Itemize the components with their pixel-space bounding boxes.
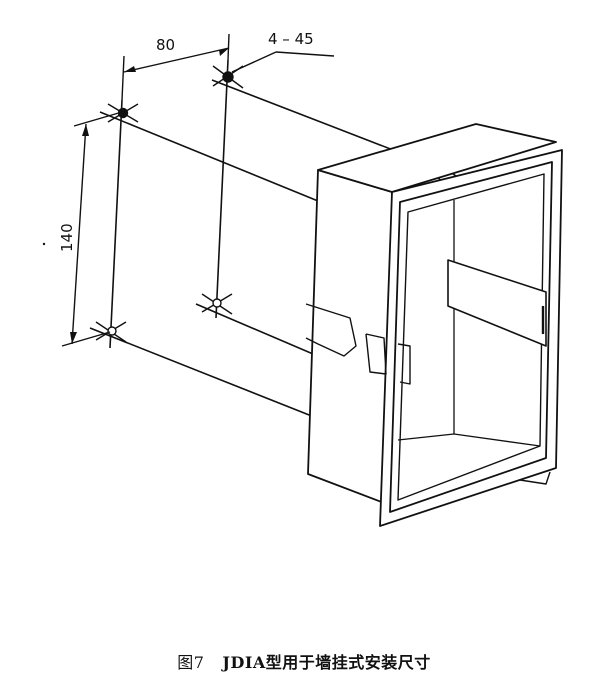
- figure-number: 图7: [177, 653, 205, 672]
- mount-line-bottom: [89, 327, 353, 433]
- box-top-panel: [317, 123, 557, 193]
- figure-caption: 图7 JDIA型用于墙挂式安装尺寸: [0, 649, 608, 673]
- dimension-height: [61, 111, 123, 347]
- dimension-width: [121, 33, 230, 101]
- holes-label: 4 – 45: [268, 30, 314, 48]
- box-side-panel: [307, 169, 393, 507]
- box-interior-floor: [397, 433, 541, 447]
- dimension-width-label: 80: [156, 36, 175, 54]
- mount-line-left-vertical: [109, 99, 123, 349]
- mount-line-top: [99, 111, 346, 213]
- box-bottom-ledge: [519, 471, 551, 485]
- front-latch: [397, 343, 411, 385]
- relay-box: [305, 123, 563, 527]
- hole-marker: [201, 293, 233, 315]
- stray-mark: [42, 242, 46, 246]
- dimension-height-label: 140: [58, 223, 76, 252]
- mount-line-mid-vertical: [215, 59, 229, 319]
- figure-title: JDIA型用于墙挂式安装尺寸: [222, 653, 431, 672]
- side-clip: [305, 303, 357, 357]
- hole-marker: [95, 321, 127, 343]
- nameplate: [447, 259, 547, 347]
- box-front-inner-frame: [389, 161, 553, 513]
- holes-leader: [231, 51, 335, 73]
- hole-marker: [107, 103, 139, 123]
- side-latch: [365, 333, 387, 375]
